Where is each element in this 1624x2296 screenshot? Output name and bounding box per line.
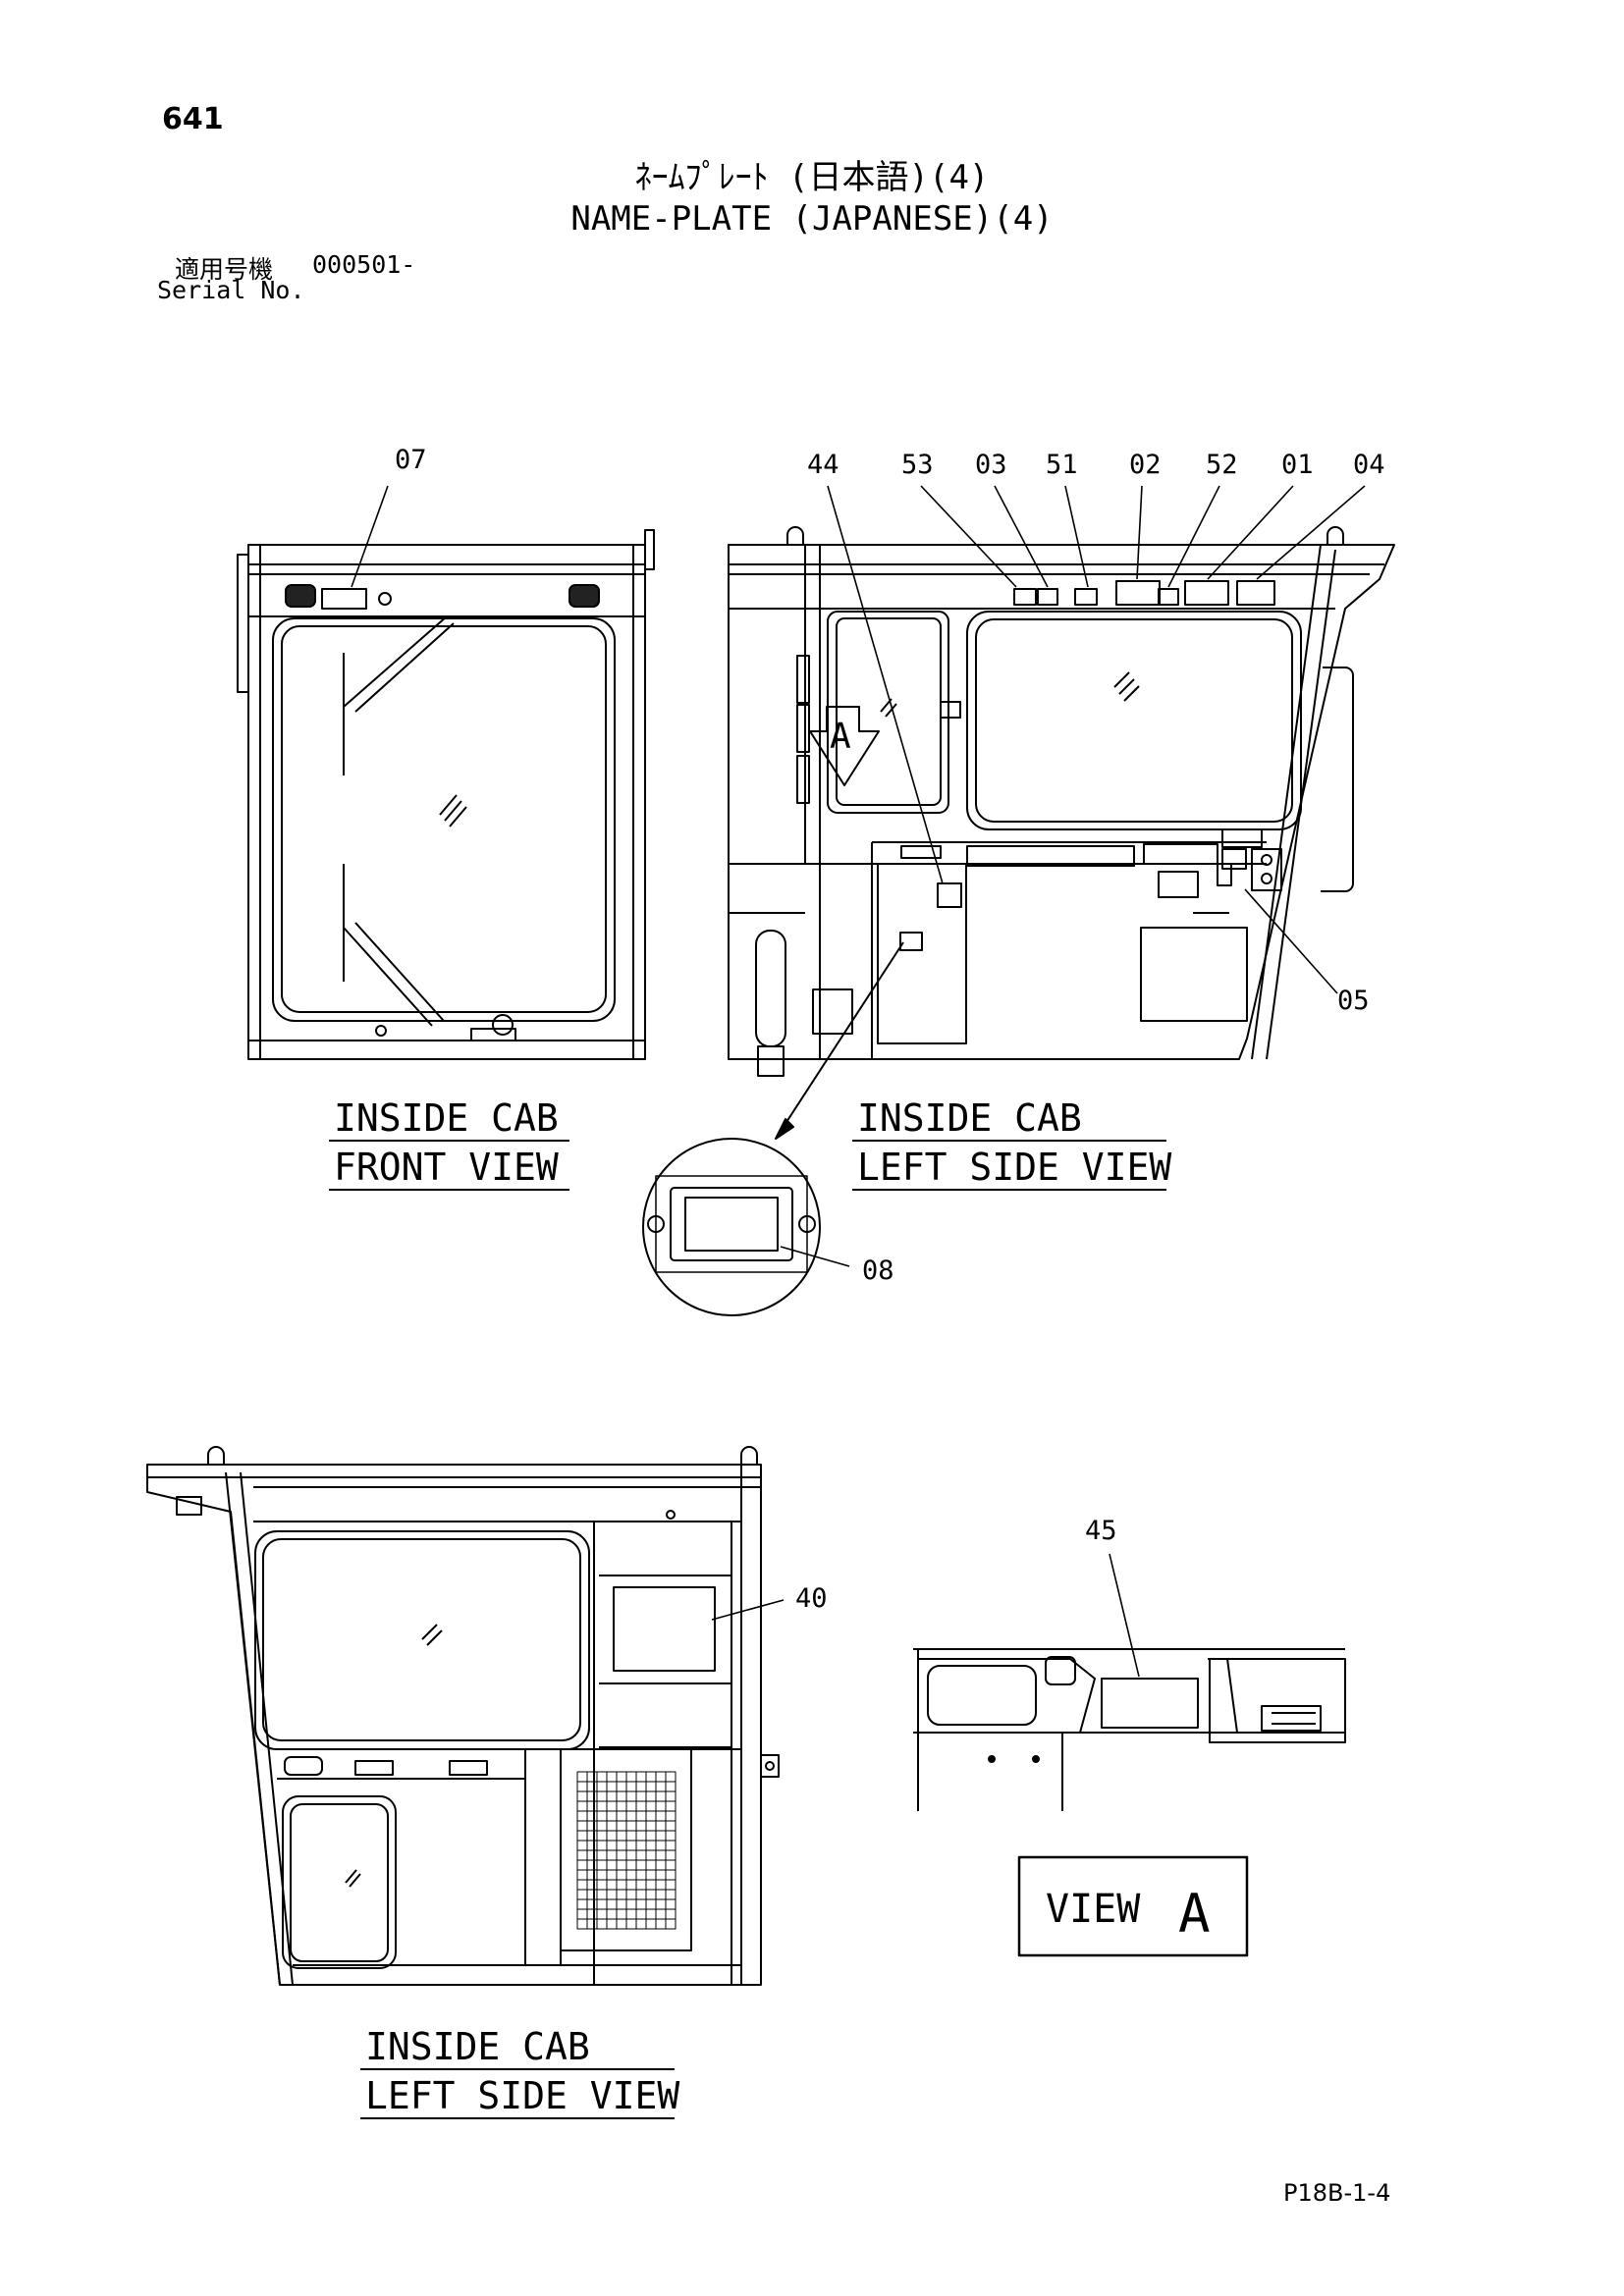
front-view-caption-line1: INSIDE CAB xyxy=(334,1096,559,1140)
callout-08: 08 xyxy=(862,1255,894,1286)
callout-44: 44 xyxy=(807,450,839,480)
page-code: P18B-1-4 xyxy=(1283,2179,1391,2207)
rear-view-caption-line1: INSIDE CAB xyxy=(365,2025,590,2068)
callout-05: 05 xyxy=(1337,986,1370,1016)
title-japanese: ﾈｰﾑﾌﾟﾚｰﾄ (日本語)(4) xyxy=(634,158,990,197)
vent-grid xyxy=(576,1771,677,1930)
left-view-caption-line1: INSIDE CAB xyxy=(857,1096,1082,1140)
serial-number-value: 000501- xyxy=(312,250,416,279)
caption-underlines xyxy=(329,1140,1166,2119)
detail-circle-08 xyxy=(642,941,904,1316)
callout-51: 51 xyxy=(1046,450,1078,480)
callout-04: 04 xyxy=(1353,450,1385,480)
callout-03: 03 xyxy=(975,450,1007,480)
view-a-label-word: VIEW xyxy=(1046,1887,1141,1932)
callout-52: 52 xyxy=(1206,450,1238,480)
callout-40: 40 xyxy=(795,1583,828,1614)
left-view-caption-line2: LEFT SIDE VIEW xyxy=(857,1146,1171,1189)
serial-label-japanese: 適用号機 xyxy=(175,255,274,284)
callout-07: 07 xyxy=(395,445,427,475)
rear-left-side-view-drawing xyxy=(146,1446,780,1986)
view-a-drawing xyxy=(913,1648,1346,1957)
callout-45: 45 xyxy=(1085,1516,1117,1546)
view-a-arrow-label: A xyxy=(830,717,851,757)
leader-lines xyxy=(351,485,1366,1678)
front-view-caption-line2: FRONT VIEW xyxy=(334,1146,559,1189)
callout-02: 02 xyxy=(1129,450,1162,480)
title-english: NAME-PLATE (JAPANESE)(4) xyxy=(570,199,1054,239)
page-number: 641 xyxy=(162,102,224,136)
callout-53: 53 xyxy=(901,450,934,480)
serial-label-english: Serial No. xyxy=(157,276,305,304)
rear-view-caption-line2: LEFT SIDE VIEW xyxy=(365,2074,679,2117)
left-side-view-drawing: A xyxy=(728,526,1395,1077)
front-view-drawing xyxy=(237,529,655,1060)
view-a-label-letter: A xyxy=(1178,1883,1211,1945)
callout-01: 01 xyxy=(1281,450,1314,480)
